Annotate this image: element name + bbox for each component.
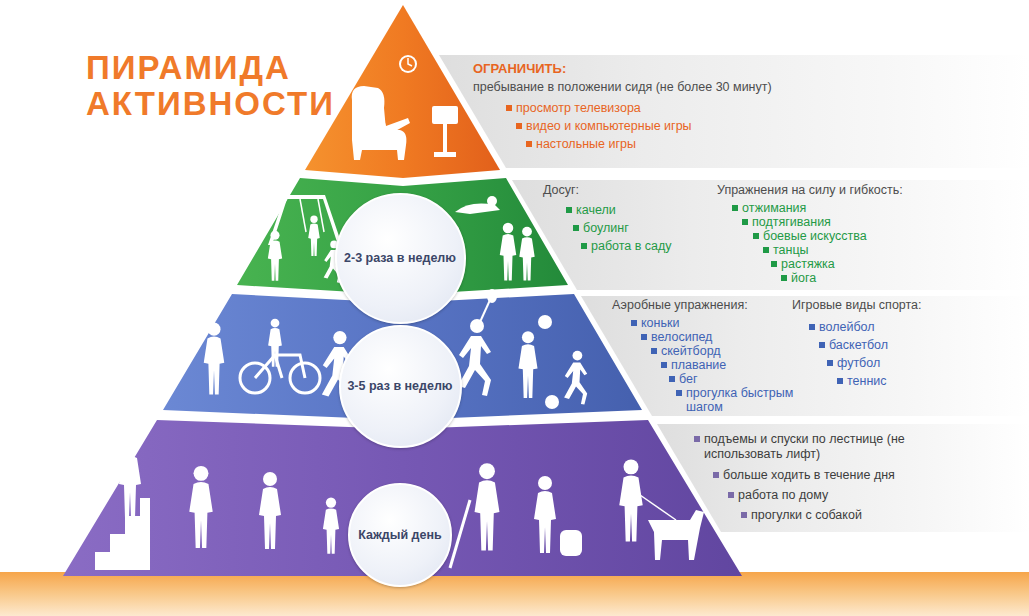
list-item: подтягивания [752, 215, 831, 229]
bullet-square [694, 436, 700, 442]
frequency-label: 2-3 раза в неделю [340, 251, 460, 266]
list-item: скейтборд [661, 344, 721, 358]
text-panel: Досуг: качели боулинг работа в саду Упражнен… [512, 180, 1029, 290]
list-item: прогулки с собакой [751, 508, 862, 523]
list-item: коньки [641, 316, 679, 330]
list-item: видео и компьютерные игры [526, 119, 692, 133]
bullet-square [819, 342, 825, 348]
list-item: танцы [773, 243, 809, 257]
list-item: волейбол [819, 320, 875, 334]
text-panel: Аэробные упражнения: конькивелосипедскейт… [581, 296, 1029, 416]
bullet-square [742, 219, 748, 225]
list-item: больше ходить в течение дня [723, 468, 895, 483]
panel-heading: Упражнения на силу и гибкость: [717, 183, 903, 197]
bullet-square [573, 225, 579, 231]
panel-heading: ОГРАНИЧИТЬ: [473, 62, 566, 76]
bullet-square [641, 334, 647, 340]
frequency-label: 3-5 раз в неделю [343, 379, 456, 394]
list-item: теннис [847, 374, 887, 388]
list-item: боевые искусства [763, 229, 867, 243]
bullet-square [837, 378, 843, 384]
bullet-square [713, 472, 719, 478]
bullet-square [516, 123, 522, 129]
bullet-square [771, 261, 777, 267]
text-panel: подъемы и спуски по лестнице (не использ… [657, 424, 1029, 532]
bullet-square [506, 105, 512, 111]
list-item: прогулка быстрым шагом [686, 386, 804, 414]
list-item: баскетбол [829, 338, 888, 352]
list-item: качели [576, 203, 616, 217]
bullet-square [581, 243, 587, 249]
bullet-square [728, 492, 734, 498]
list-item: велосипед [651, 330, 712, 344]
panel-heading: Игровые виды спорта: [792, 298, 922, 312]
panel-background [581, 296, 1029, 416]
bullet-square [631, 320, 637, 326]
bullet-square [669, 376, 675, 382]
bullet-square [753, 233, 759, 239]
list-item: растяжка [781, 257, 835, 271]
list-item: работа по дому [738, 488, 828, 503]
bullet-square [763, 247, 769, 253]
bullet-square [651, 348, 657, 354]
bullet-square [827, 360, 833, 366]
panel-heading: Аэробные упражнения: [612, 298, 748, 312]
list-item: работа в саду [591, 239, 672, 253]
panel-heading: пребывание в положении сидя (не более 30… [473, 80, 772, 94]
list-item: просмотр телевизора [516, 101, 641, 115]
frequency-label: Каждый день [354, 528, 445, 543]
bullet-square [566, 207, 572, 213]
list-item: бег [679, 372, 698, 386]
frequency-circle: Каждый день [348, 483, 452, 587]
list-item: боулинг [583, 221, 629, 235]
list-item: подъемы и спуски по лестнице (не использ… [704, 432, 936, 462]
panel-heading: Досуг: [543, 183, 579, 197]
bullet-square [741, 512, 747, 518]
bullet-square [526, 141, 532, 147]
list-item: плавание [671, 358, 726, 372]
list-item: настольные игры [536, 137, 636, 151]
bullet-square [676, 390, 682, 396]
list-item: футбол [837, 356, 880, 370]
diagram-title: ПИРАМИДА АКТИВНОСТИ [86, 50, 336, 122]
frequency-circle: 3-5 раз в неделю [339, 325, 462, 448]
ground-strip [0, 572, 1029, 616]
bullet-square [732, 205, 738, 211]
list-item: отжимания [742, 201, 806, 215]
list-item: йога [791, 271, 816, 285]
bullet-square [661, 362, 667, 368]
bullet-square [781, 275, 787, 281]
text-panel: ОГРАНИЧИТЬ: пребывание в положении сидя (… [439, 55, 1029, 168]
figures-top [352, 55, 458, 160]
frequency-circle: 2-3 раза в неделю [335, 193, 466, 324]
bullet-square [809, 324, 815, 330]
